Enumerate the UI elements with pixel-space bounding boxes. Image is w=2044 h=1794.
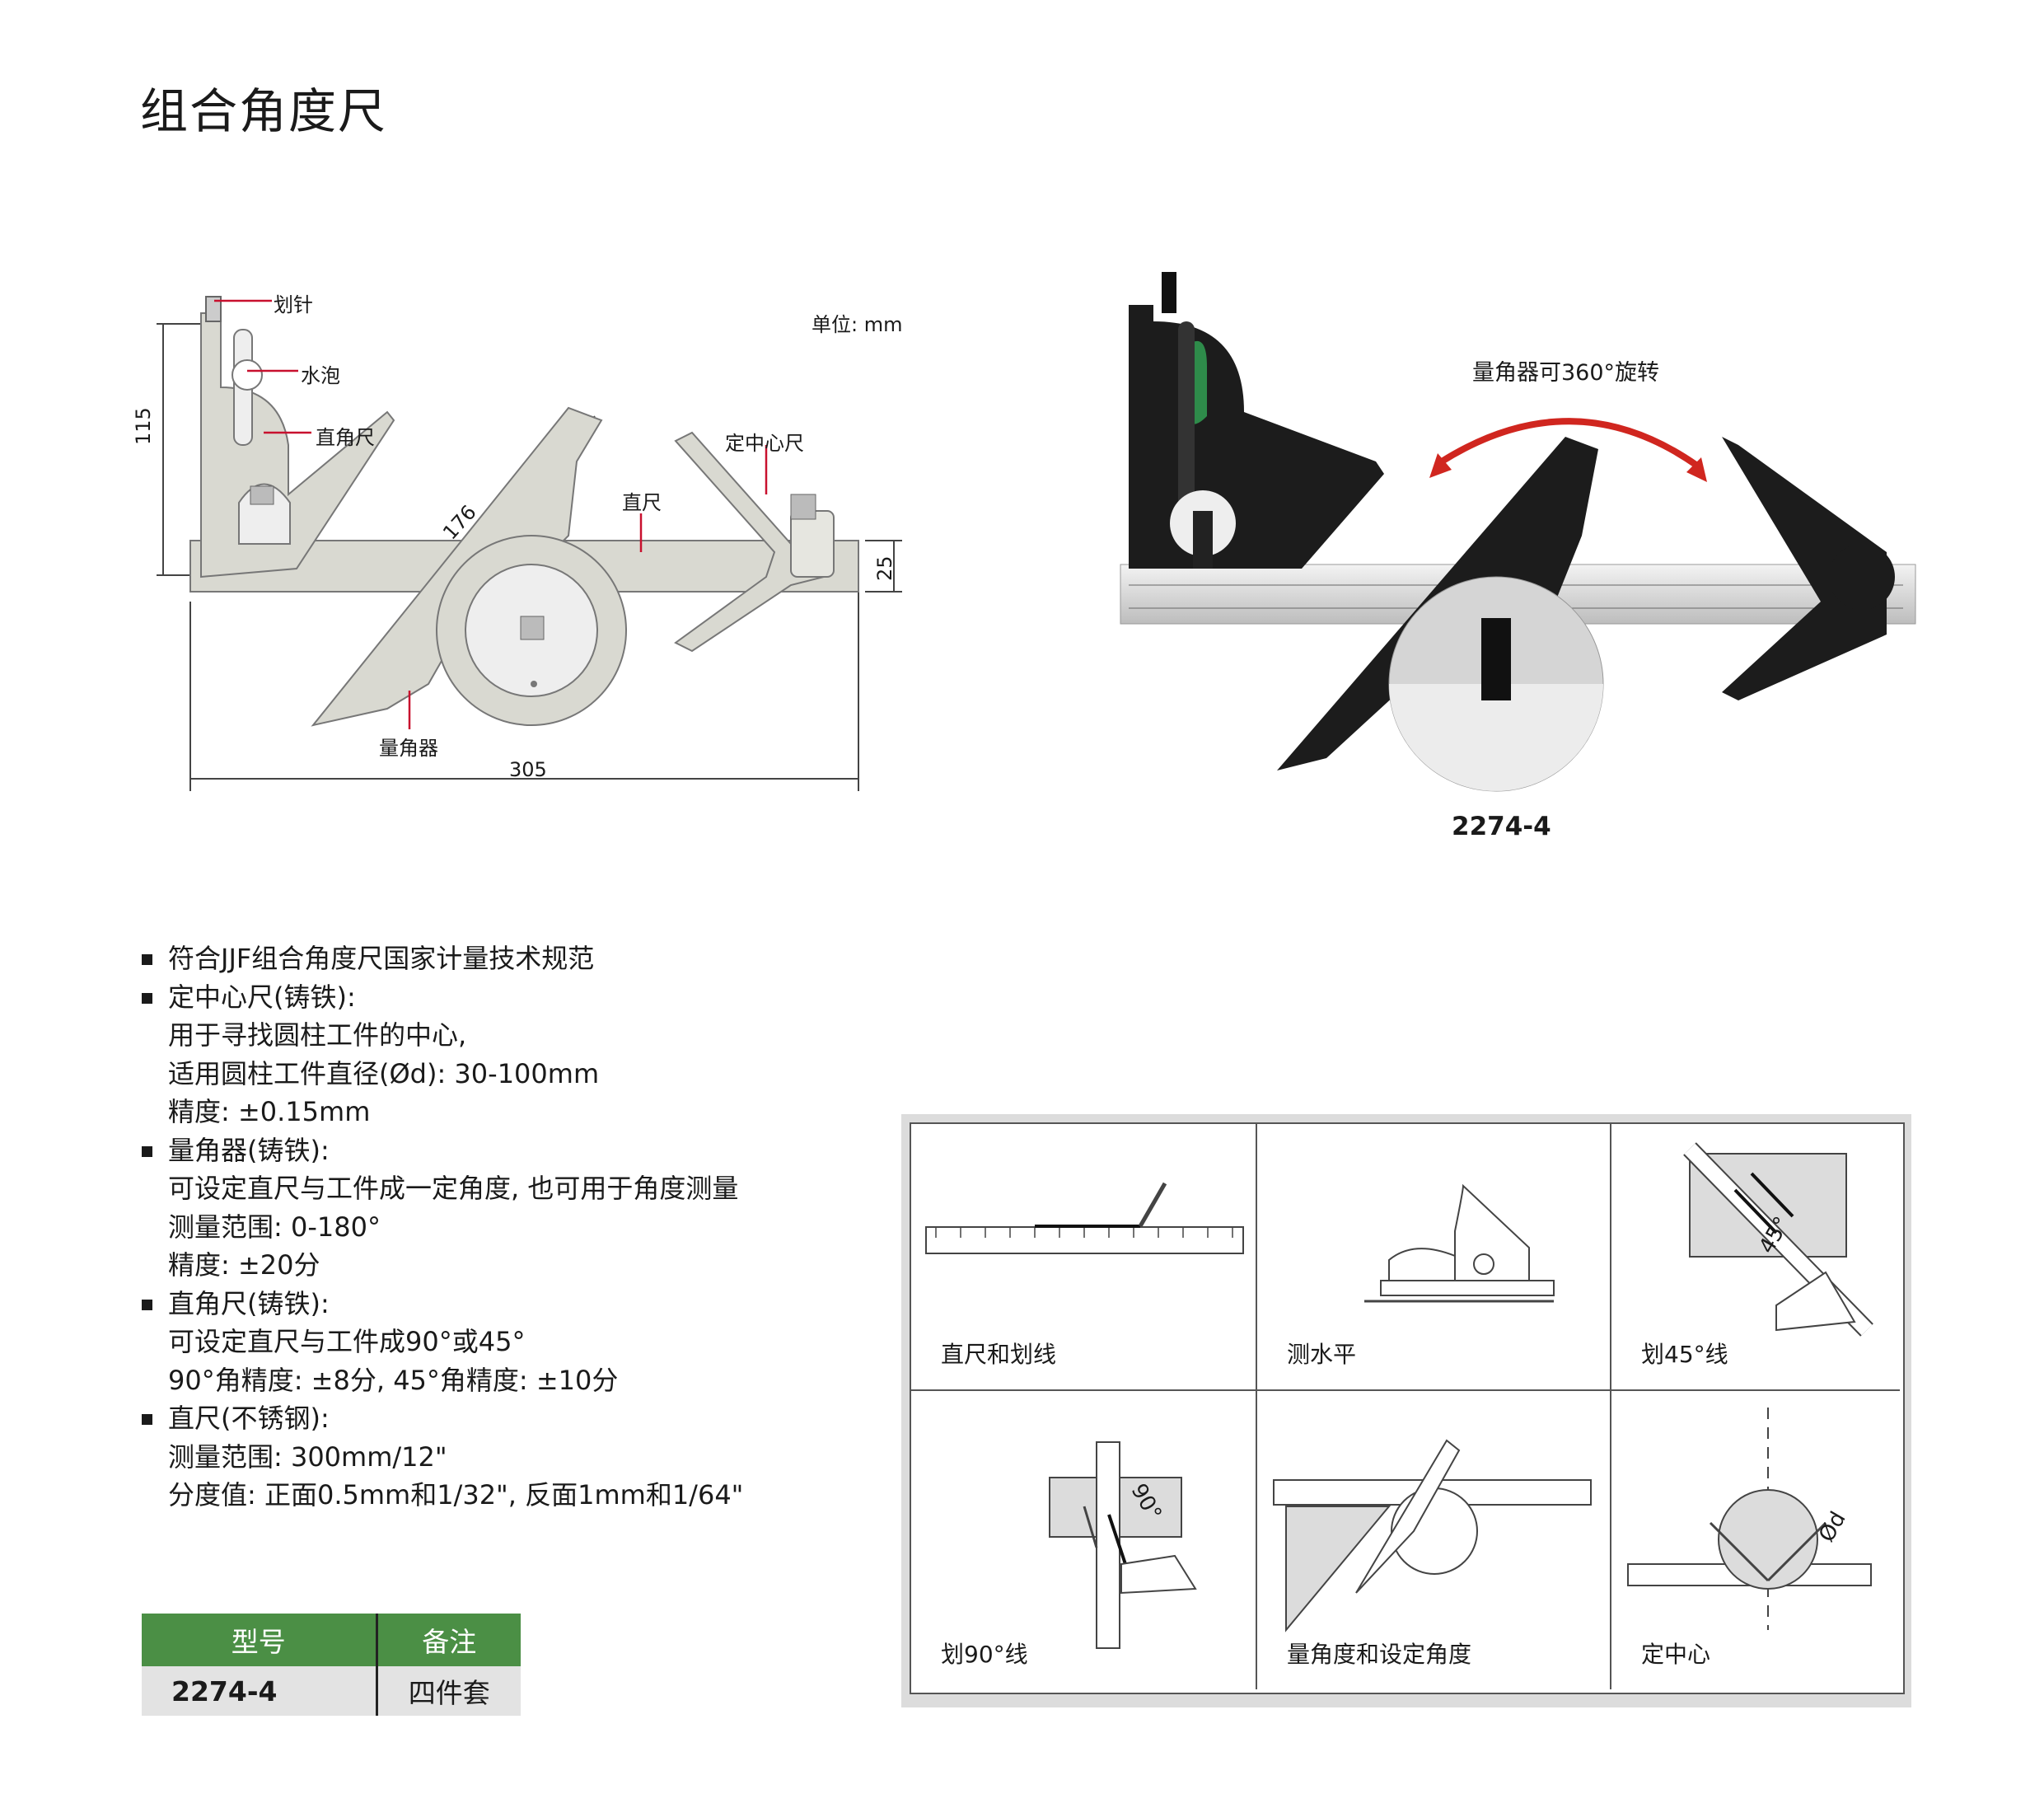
dim-height: 115: [132, 407, 155, 445]
feature-line: 用于寻找圆柱工件的中心,: [168, 1019, 467, 1051]
cell-remark: 四件套: [377, 1666, 521, 1716]
feature-line: 90°角精度: ±8分, 45°角精度: ±10分: [168, 1364, 619, 1396]
label-center-head: 定中心尺: [725, 432, 804, 455]
feature-line: 可设定直尺与工件成一定角度, 也可用于角度测量: [168, 1173, 739, 1204]
feature-protractor: 量角器(铸铁):: [140, 1131, 743, 1170]
feature-square-head: 直角尺(铸铁):: [140, 1285, 743, 1323]
header-model: 型号: [142, 1614, 378, 1666]
feature-center-head: 定中心尺(铸铁):: [140, 978, 743, 1017]
usage-cell-45: 45° 划45°线: [1611, 1124, 1900, 1391]
usage-caption: 测水平: [1287, 1341, 1357, 1368]
unit-note: 单位: mm: [812, 313, 903, 336]
usage-caption: 划45°线: [1641, 1341, 1728, 1368]
feature-line: 测量范围: 0-180°: [168, 1211, 381, 1243]
page-title: 组合角度尺: [140, 83, 388, 139]
photo-model-number: 2274-4: [1452, 812, 1551, 841]
feature-line: 分度值: 正面0.5mm和1/32", 反面1mm和1/64": [168, 1479, 744, 1511]
feature-line: 可设定直尺与工件成90°或45°: [168, 1326, 526, 1357]
label-protractor: 量角器: [379, 737, 438, 760]
rotation-caption: 量角器可360°旋转: [1472, 360, 1660, 386]
usage-cell-scribing: 直尺和划线: [911, 1124, 1257, 1391]
spec-table: 型号 备注 2274-4 四件套: [142, 1614, 521, 1716]
feature-line: 精度: ±0.15mm: [168, 1096, 371, 1127]
usage-caption: 直尺和划线: [941, 1341, 1057, 1368]
table-row: 2274-4 四件套: [142, 1666, 521, 1716]
feature-line: 精度: ±20分: [168, 1249, 320, 1281]
usage-caption: 定中心: [1641, 1641, 1711, 1668]
usage-panel: 直尺和划线 测水平 45° 划45°线: [901, 1114, 1911, 1707]
feature-line: 测量范围: 300mm/12": [168, 1440, 447, 1473]
usage-cell-leveling: 测水平: [1257, 1124, 1611, 1391]
label-square-head: 直角尺: [316, 426, 375, 449]
header-remark: 备注: [377, 1614, 521, 1666]
feature-line: 适用圆柱工件直径(Ød): 30-100mm: [168, 1057, 600, 1089]
usage-cell-90: 90° 划90°线: [911, 1391, 1257, 1689]
dim-length: 305: [509, 758, 547, 781]
feature-standard: 符合JJF组合角度尺国家计量技术规范: [140, 939, 743, 978]
technical-drawing: [157, 296, 902, 791]
usage-caption: 量角度和设定角度: [1287, 1641, 1472, 1668]
dim-rule-width: 25: [873, 555, 896, 581]
usage-cell-center: Ød 定中心: [1611, 1391, 1900, 1689]
feature-rule: 直尺(不锈钢):: [140, 1399, 743, 1438]
usage-cell-angle: 量角度和设定角度: [1257, 1391, 1611, 1689]
feature-list: 符合JJF组合角度尺国家计量技术规范 定中心尺(铸铁): 用于寻找圆柱工件的中心…: [140, 939, 743, 1515]
product-photo: [1120, 272, 1916, 792]
label-rule: 直尺: [622, 491, 662, 514]
usage-caption: 划90°线: [941, 1641, 1028, 1668]
label-level: 水泡: [301, 364, 340, 387]
cell-model: 2274-4: [142, 1666, 378, 1716]
label-scriber: 划针: [274, 293, 313, 316]
